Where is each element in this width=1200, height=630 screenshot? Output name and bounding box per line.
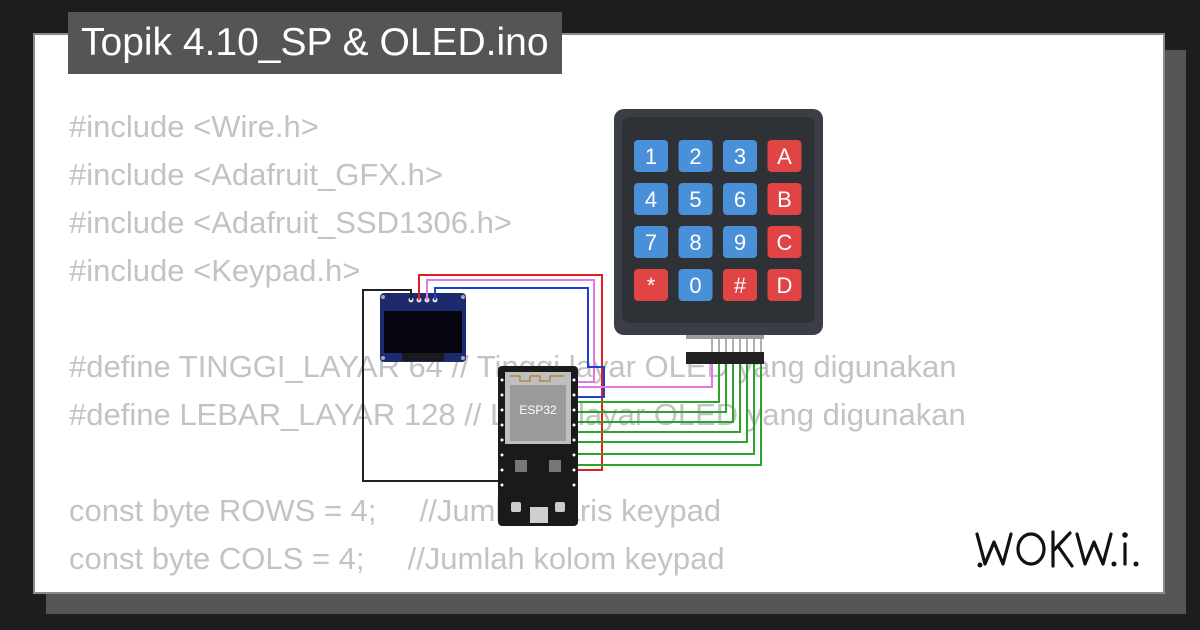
code-line: #include <Adafruit_SSD1306.h> <box>69 205 512 240</box>
keypad-key-label: # <box>734 273 747 298</box>
wire-keypad <box>577 362 762 466</box>
page-title: Topik 4.10_SP & OLED.ino <box>68 12 562 74</box>
keypad-key <box>678 226 713 258</box>
keypad-key-label: 0 <box>689 273 701 298</box>
code-preview: #include <Wire.h> #include <Adafruit_GFX.… <box>69 103 966 583</box>
keypad-key <box>723 183 757 215</box>
code-line: #include <Wire.h> <box>69 109 319 144</box>
keypad-key-label: 5 <box>689 187 701 212</box>
keypad-key <box>678 140 713 172</box>
code-line: #define LEBAR_LAYAR 128 // Lebar layar O… <box>69 397 966 432</box>
keypad-key-label: 2 <box>689 144 701 169</box>
keypad-key-label: D <box>777 273 793 298</box>
keypad-key <box>767 140 802 172</box>
keypad-key <box>723 140 757 172</box>
keypad-key <box>723 226 757 258</box>
keypad-key <box>678 269 713 301</box>
keypad-face <box>622 117 815 323</box>
keypad-key-label: 4 <box>645 187 657 212</box>
keypad-keys: 1 2 3 A 4 5 6 B 7 8 9 C * 0 # D <box>634 140 802 301</box>
wire-keypad <box>577 362 713 388</box>
keypad-key-label: * <box>647 273 656 298</box>
keypad-connector <box>686 333 764 364</box>
wokwi-logo <box>975 530 1139 568</box>
keypad-key <box>678 183 713 215</box>
keypad-key <box>723 269 757 301</box>
keypad-key-label: C <box>777 230 793 255</box>
keypad-key-label: B <box>777 187 792 212</box>
keypad-key <box>767 269 802 301</box>
wire-vcc <box>418 274 603 471</box>
oled-display <box>380 293 466 362</box>
keypad-key <box>634 183 668 215</box>
keypad-key-label: 8 <box>689 230 701 255</box>
keypad-key-label: 9 <box>734 230 746 255</box>
wire-keypad <box>577 362 748 443</box>
wire-keypad <box>577 362 720 403</box>
wire-keypad <box>577 362 734 423</box>
preview-card: #include <Wire.h> #include <Adafruit_GFX.… <box>33 33 1165 594</box>
keypad-key-label: 6 <box>734 187 746 212</box>
keypad-key <box>634 140 668 172</box>
esp32-label: ESP32 <box>519 403 557 417</box>
code-line: const byte COLS = 4; //Jumlah kolom keyp… <box>69 541 725 576</box>
esp32-board: ESP32 <box>498 366 578 526</box>
circuit-diagram: 1 2 3 A 4 5 6 B 7 8 9 C * 0 # D ESP32 <box>362 109 823 526</box>
wire-sda <box>434 287 605 398</box>
keypad-key <box>767 226 802 258</box>
keypad-key-label: A <box>777 144 792 169</box>
keypad-key-label: 7 <box>645 230 657 255</box>
wire-keypad <box>577 362 741 433</box>
code-line: #include <Adafruit_GFX.h> <box>69 157 443 192</box>
keypad-key-label: 3 <box>734 144 746 169</box>
wire-keypad <box>577 362 755 455</box>
wires <box>362 274 762 482</box>
wire-scl <box>426 279 595 383</box>
wire-keypad <box>577 362 727 413</box>
keypad-key-label: 1 <box>645 144 657 169</box>
keypad-key <box>634 269 668 301</box>
keypad-key <box>767 183 802 215</box>
code-line: #include <Keypad.h> <box>69 253 361 288</box>
keypad-key <box>634 226 668 258</box>
wire-gnd <box>362 289 514 482</box>
